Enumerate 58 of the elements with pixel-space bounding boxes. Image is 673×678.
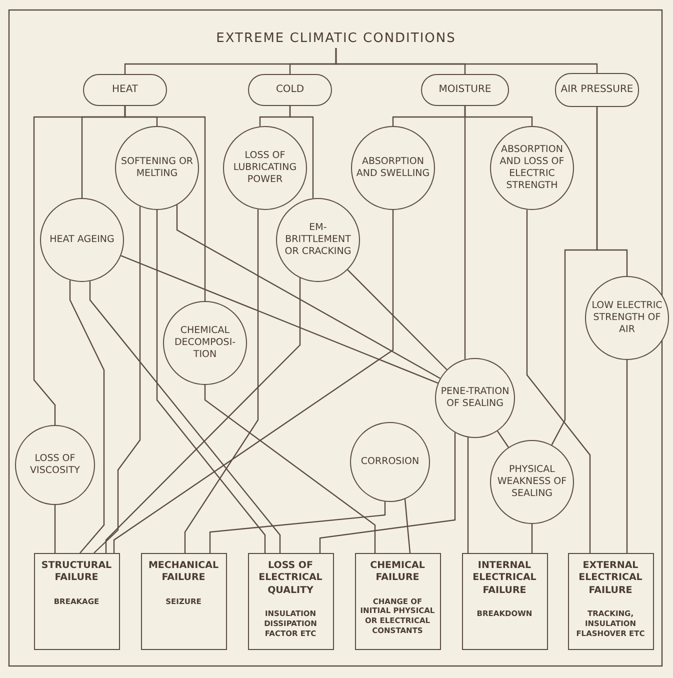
condition-label: AIR PRESSURE xyxy=(560,84,634,96)
effect-label: LOSS OF LUBRICATING POWER xyxy=(232,150,298,186)
condition-pill xyxy=(83,74,167,106)
effect-label: ABSORPTION AND LOSS OF ELECTRIC STRENGTH xyxy=(498,144,566,192)
connector-line xyxy=(404,499,411,554)
connector-line xyxy=(54,505,56,553)
connector-line xyxy=(89,281,281,553)
condition-pill xyxy=(421,74,509,106)
connector-line xyxy=(531,524,533,553)
condition-label: COLD xyxy=(276,84,304,96)
connector-line xyxy=(289,106,314,198)
effect-label: HEAT AGEING xyxy=(50,234,114,246)
connector-line xyxy=(113,210,394,553)
connector-line xyxy=(626,360,628,553)
connector-line xyxy=(319,432,456,553)
connector-line xyxy=(124,106,206,301)
connector-line xyxy=(335,48,598,73)
failure-box xyxy=(248,553,334,650)
connector-line xyxy=(120,255,438,384)
connector-line xyxy=(94,206,141,554)
failure-box xyxy=(140,553,226,650)
connector-line xyxy=(209,502,386,553)
diagram-title: EXTREME CLIMATIC CONDITIONS xyxy=(186,28,486,48)
failure-heading: LOSS OF ELECTRICAL QUALITY xyxy=(258,560,324,598)
condition-label: HEAT xyxy=(112,84,138,96)
failure-box xyxy=(34,553,120,650)
failure-heading: MECHANICAL FAILURE xyxy=(147,560,220,585)
effect-label: LOSS OF VISCOSITY xyxy=(29,453,81,477)
effect-label: SOFTENING OR MELTING xyxy=(120,156,194,180)
connector-line xyxy=(464,106,533,126)
effect-label: PENE-TRATION OF SEALING xyxy=(440,386,510,410)
effect-label: EM-BRITTLEMENT OR CRACKING xyxy=(284,222,352,258)
failure-box xyxy=(462,553,548,650)
effect-label: PHYSICAL WEAKNESS OF SEALING xyxy=(496,464,568,500)
connector-line xyxy=(69,280,105,554)
condition-pill xyxy=(555,73,639,107)
failure-heading: STRUCTURAL FAILURE xyxy=(40,560,113,585)
connector-line xyxy=(156,210,266,553)
condition-pill xyxy=(248,74,332,106)
effect-label: CHEMICAL DECOMPOSI-TION xyxy=(173,325,237,361)
effect-label: LOW ELECTRIC STRENGTH OF AIR xyxy=(590,300,664,336)
failure-box xyxy=(568,553,654,650)
condition-label: MOISTURE xyxy=(438,84,492,96)
effect-label: CORROSION xyxy=(360,456,420,468)
connector-line xyxy=(526,210,591,553)
failure-heading: EXTERNAL ELECTRICAL FAILURE xyxy=(578,560,644,598)
connector-line xyxy=(176,204,440,379)
connector-line xyxy=(496,430,509,448)
failure-heading: INTERNAL ELECTRICAL FAILURE xyxy=(472,560,538,598)
connector-line xyxy=(204,385,376,553)
connector-line xyxy=(105,278,301,553)
connector-line xyxy=(551,107,598,446)
connector-line xyxy=(347,269,448,370)
failure-heading: CHEMICAL FAILURE xyxy=(369,560,426,585)
failure-box xyxy=(354,553,440,650)
connector-line xyxy=(467,437,469,553)
connector-line xyxy=(184,209,259,553)
effect-label: ABSORPTION AND SWELLING xyxy=(356,156,430,180)
